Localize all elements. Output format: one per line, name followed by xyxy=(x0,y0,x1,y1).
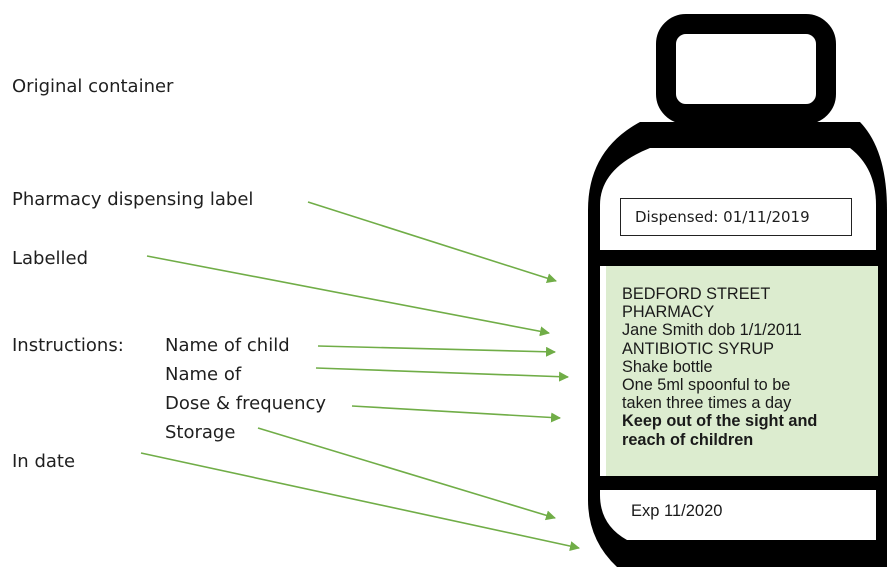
bottle-cap xyxy=(656,14,836,124)
rx-line-pharmacy-name: BEDFORD STREET xyxy=(622,285,771,303)
rx-line-medicine: ANTIBIOTIC SYRUP xyxy=(622,339,774,358)
expiry-date: Exp 11/2020 xyxy=(631,502,723,520)
label-original-container: Original container xyxy=(12,76,174,97)
arrow-pharmacy-label xyxy=(307,201,557,284)
arrow-labelled xyxy=(146,255,550,337)
label-bottom-band xyxy=(596,476,887,490)
label-pharmacy-dispensing: Pharmacy dispensing label xyxy=(12,189,254,210)
label-name-of-child: Name of child xyxy=(165,335,290,356)
dispensed-date-box: Dispensed: 01/11/2019 xyxy=(620,198,852,236)
rx-line-storage-2: reach of children xyxy=(622,430,754,449)
arrow-in-date xyxy=(140,452,580,551)
rx-line-frequency: taken three times a day xyxy=(622,394,792,413)
label-dose-frequency: Dose & frequency xyxy=(165,393,327,414)
arrow-name-of xyxy=(315,367,569,382)
label-instructions: Instructions: xyxy=(12,335,124,356)
arrow-storage xyxy=(257,427,556,521)
arrow-dose-frequency xyxy=(351,405,561,423)
rx-line-shake: Shake bottle xyxy=(622,357,713,376)
rx-line-storage-1: Keep out of the sight and xyxy=(622,412,818,431)
pharmacy-label-panel xyxy=(606,266,878,476)
label-in-date: In date xyxy=(12,451,76,472)
rx-line-pharmacy: PHARMACY xyxy=(622,303,715,322)
rx-line-dose: One 5ml spoonful to be xyxy=(622,376,791,395)
label-storage: Storage xyxy=(165,422,236,443)
label-name-of: Name of xyxy=(165,364,242,385)
rx-line-patient: Jane Smith dob 1/1/2011 xyxy=(622,321,802,340)
label-top-band xyxy=(596,250,887,266)
pharmacy-label-text: BEDFORD STREET PHARMACY Jane Smith dob 1… xyxy=(622,285,882,449)
dispensed-date: Dispensed: 01/11/2019 xyxy=(635,208,810,226)
arrow-name-of-child xyxy=(317,345,556,357)
label-labelled: Labelled xyxy=(12,248,89,269)
